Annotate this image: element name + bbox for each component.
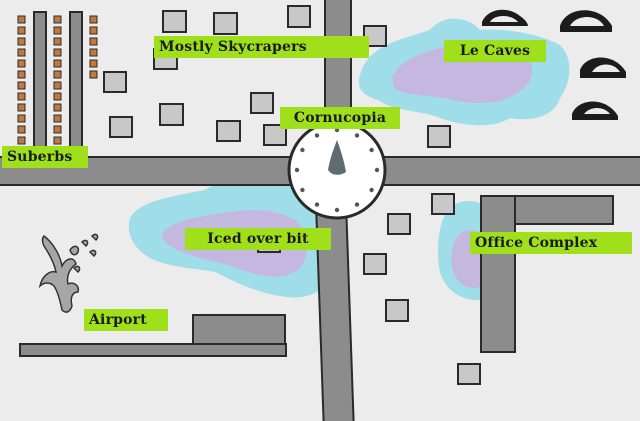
building bbox=[457, 363, 481, 385]
label-iced: Iced over bit bbox=[185, 228, 331, 250]
house-window bbox=[53, 136, 62, 145]
house-window bbox=[53, 37, 62, 46]
road-suburb-2 bbox=[69, 11, 83, 161]
cave-icon bbox=[580, 57, 626, 78]
house-window bbox=[89, 26, 98, 35]
house-window bbox=[17, 15, 26, 24]
house-window bbox=[17, 70, 26, 79]
clock-icon bbox=[287, 120, 387, 220]
clock-tick bbox=[354, 202, 360, 207]
house-window bbox=[53, 114, 62, 123]
building bbox=[363, 253, 387, 275]
house-window bbox=[89, 59, 98, 68]
caves bbox=[482, 9, 626, 120]
building bbox=[103, 71, 127, 93]
building bbox=[263, 124, 287, 146]
house-window bbox=[53, 26, 62, 35]
house-window bbox=[53, 48, 62, 57]
clock-tick bbox=[300, 147, 305, 153]
clock-tick bbox=[334, 207, 340, 213]
building bbox=[431, 193, 455, 215]
clock-tick bbox=[294, 167, 300, 173]
building bbox=[427, 125, 451, 148]
house-window bbox=[17, 136, 26, 145]
house-window bbox=[17, 48, 26, 57]
house-window bbox=[17, 103, 26, 112]
building bbox=[213, 12, 238, 35]
house-window bbox=[17, 26, 26, 35]
house-window bbox=[53, 81, 62, 90]
clock-tick bbox=[314, 133, 320, 138]
cave-icon bbox=[572, 101, 618, 120]
house-window bbox=[89, 70, 98, 79]
road-suburb-1 bbox=[33, 11, 47, 161]
house-window bbox=[53, 59, 62, 68]
road-east-west-right bbox=[381, 156, 640, 186]
clock-tick bbox=[369, 147, 374, 153]
building bbox=[387, 213, 411, 235]
clock-tick bbox=[374, 167, 380, 173]
building bbox=[159, 103, 184, 126]
building bbox=[287, 5, 311, 28]
house-window bbox=[17, 92, 26, 101]
label-caves: Le Caves bbox=[444, 40, 546, 62]
clock-tick bbox=[314, 202, 320, 207]
aircraft-wreck-icon bbox=[38, 233, 99, 313]
clock-tick bbox=[369, 187, 374, 193]
airport-terminal bbox=[192, 314, 286, 345]
clock-tick bbox=[300, 187, 305, 193]
house-window bbox=[89, 15, 98, 24]
road-office-horizontal bbox=[514, 195, 614, 225]
house-window bbox=[53, 15, 62, 24]
house-window bbox=[89, 48, 98, 57]
house-window bbox=[17, 81, 26, 90]
house-window bbox=[89, 37, 98, 46]
cave-icon bbox=[560, 10, 612, 33]
label-skyscrapers: Mostly Skycrapers bbox=[154, 36, 369, 58]
house-window bbox=[53, 92, 62, 101]
suburb-houses bbox=[17, 15, 98, 145]
house-window bbox=[17, 125, 26, 134]
label-airport: Airport bbox=[84, 309, 168, 331]
house-window bbox=[17, 114, 26, 123]
buildings bbox=[103, 5, 481, 385]
airport-runway bbox=[19, 343, 287, 357]
building bbox=[162, 10, 187, 33]
house-window bbox=[53, 103, 62, 112]
label-suburbs: Suberbs bbox=[2, 146, 88, 168]
house-window bbox=[53, 125, 62, 134]
building bbox=[216, 120, 241, 142]
house-window bbox=[17, 59, 26, 68]
road-office-vertical bbox=[480, 195, 516, 353]
label-cornucopia: Cornucopia bbox=[280, 107, 400, 129]
building bbox=[385, 299, 409, 322]
cave-icon bbox=[482, 9, 528, 26]
building bbox=[250, 92, 274, 114]
house-window bbox=[17, 37, 26, 46]
clock-tick bbox=[354, 133, 360, 138]
label-office-complex: Office Complex bbox=[470, 232, 632, 254]
house-window bbox=[53, 70, 62, 79]
building bbox=[109, 116, 133, 138]
